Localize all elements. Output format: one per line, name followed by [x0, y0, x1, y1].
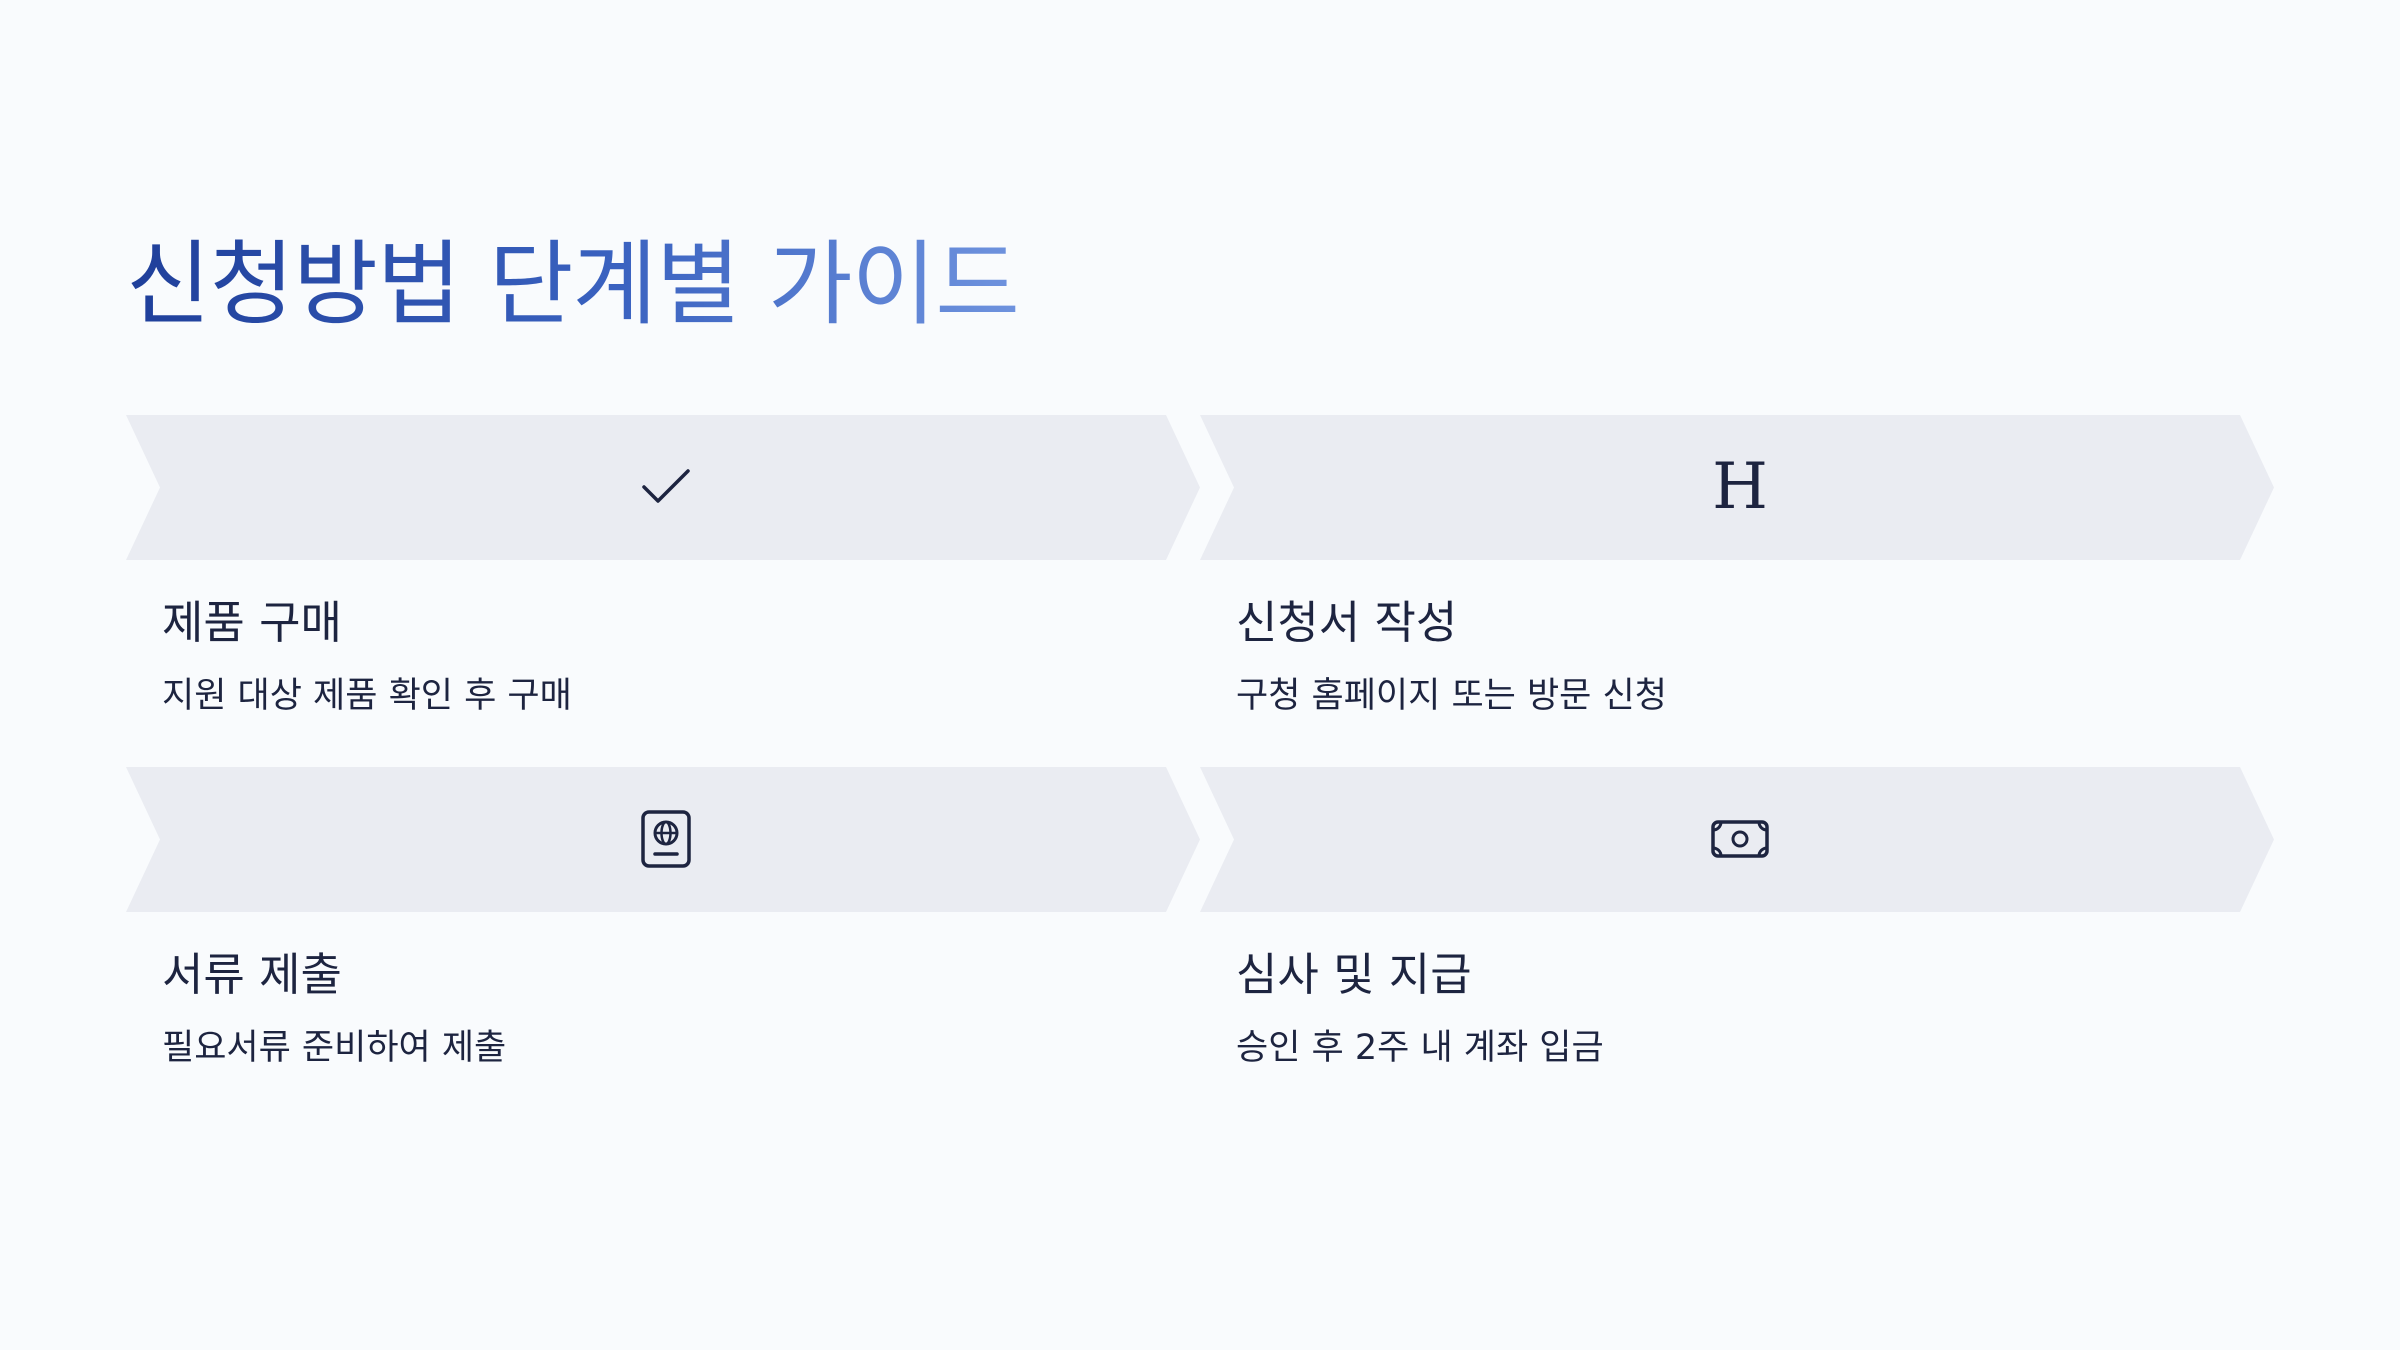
letter-h-icon: H: [1710, 450, 1770, 524]
step-description: 승인 후 2주 내 계좌 입금: [1236, 1028, 1604, 1068]
step-description: 지원 대상 제품 확인 후 구매: [162, 676, 572, 716]
step-card-application: H 신청서 작성 구청 홈페이지 또는 방문 신청: [1200, 415, 2276, 745]
step-chevron: [126, 767, 1202, 912]
step-title: 제품 구매: [162, 596, 342, 649]
step-chevron: [1200, 767, 2276, 912]
step-card-purchase: 제품 구매 지원 대상 제품 확인 후 구매: [126, 415, 1202, 745]
step-card-payment: 심사 및 지급 승인 후 2주 내 계좌 입금: [1200, 767, 2276, 1097]
step-title: 심사 및 지급: [1236, 948, 1472, 1001]
chevron-shape: [126, 415, 1200, 560]
page-title: 신청방법 단계별 가이드: [126, 225, 1020, 345]
step-chevron: [126, 415, 1202, 560]
step-chevron: H: [1200, 415, 2276, 560]
passport-icon: [636, 809, 696, 869]
letter-h-glyph: H: [1712, 450, 1768, 524]
step-description: 필요서류 준비하여 제출: [162, 1028, 507, 1068]
chevron-shape: [1200, 767, 2274, 912]
check-icon: [636, 457, 696, 517]
step-card-documents: 서류 제출 필요서류 준비하여 제출: [126, 767, 1202, 1097]
chevron-shape: [1200, 415, 2274, 560]
step-title: 서류 제출: [162, 948, 342, 1001]
money-icon: [1710, 809, 1770, 869]
step-title: 신청서 작성: [1236, 596, 1458, 649]
step-description: 구청 홈페이지 또는 방문 신청: [1236, 676, 1667, 716]
